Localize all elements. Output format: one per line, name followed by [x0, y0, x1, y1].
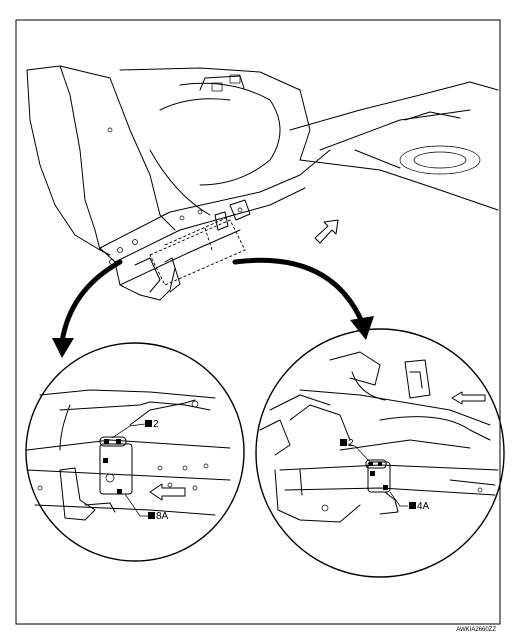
fastener-symbol-icon	[409, 502, 416, 509]
fastener-symbol-icon	[340, 439, 347, 446]
callout-number: 4A	[417, 501, 430, 512]
fastener-symbol-icon	[148, 512, 155, 519]
front-arrow-icon	[314, 219, 339, 244]
right-detail-view	[255, 328, 505, 578]
fastener-symbol-icon	[145, 420, 152, 427]
left-detail-view	[25, 342, 245, 562]
curved-arrow-icon	[52, 257, 374, 358]
figure-code: AWKIA2660ZZ	[456, 627, 496, 633]
callout-number: 8A	[156, 511, 169, 522]
callout-number: 2	[348, 438, 354, 449]
callout-number: 2	[153, 419, 159, 430]
left-callout-2: 2	[145, 419, 159, 430]
left-callout-8a: 8A	[148, 511, 169, 522]
right-detail-circle	[255, 328, 505, 578]
vehicle-overview	[26, 65, 499, 301]
front-arrow-icon	[451, 391, 486, 405]
right-callout-2: 2	[340, 438, 354, 449]
figure-frame	[15, 19, 501, 625]
left-detail-circle	[25, 342, 245, 562]
right-callout-4a: 4A	[409, 501, 430, 512]
front-arrow-icon	[149, 483, 186, 501]
